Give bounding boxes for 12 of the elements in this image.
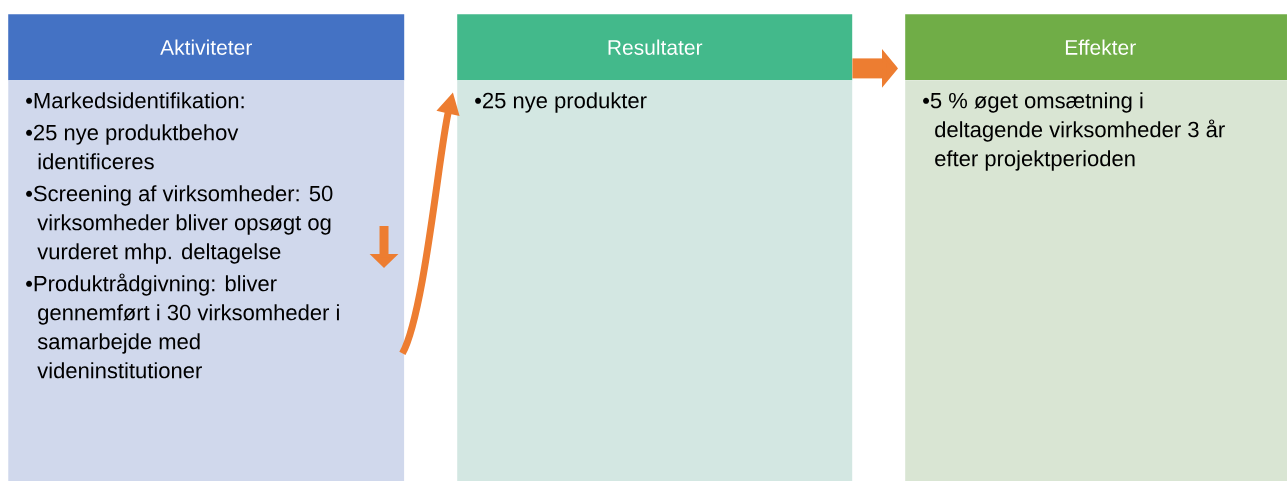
- list-item: •25 nye produkter: [475, 92, 647, 113]
- header-band: Effekter: [905, 14, 1287, 81]
- text-panel: [457, 80, 853, 481]
- header-band: Resultater: [457, 14, 853, 81]
- header-band: Aktiviteter: [8, 14, 405, 81]
- list-item: •5 % øget omsætning i deltagende virksomheder 3 år efter projektperioden: [923, 92, 1225, 171]
- list-item: •Markedsidentifikation:: [26, 92, 244, 109]
- text-panel: [905, 80, 1287, 481]
- text-panel: [8, 80, 405, 481]
- list-item: •Produktrådgivning: bliver gennemført i 30 virksomheder i samarbejde med videninstitutioner: [26, 273, 339, 379]
- list-item: •25 nye produktbehov identificeres: [26, 124, 239, 170]
- list-item: •Screening af virksomheder: 50 virksomheder bliver opsøgt og vurderet mhp. deltagelse: [26, 185, 333, 264]
